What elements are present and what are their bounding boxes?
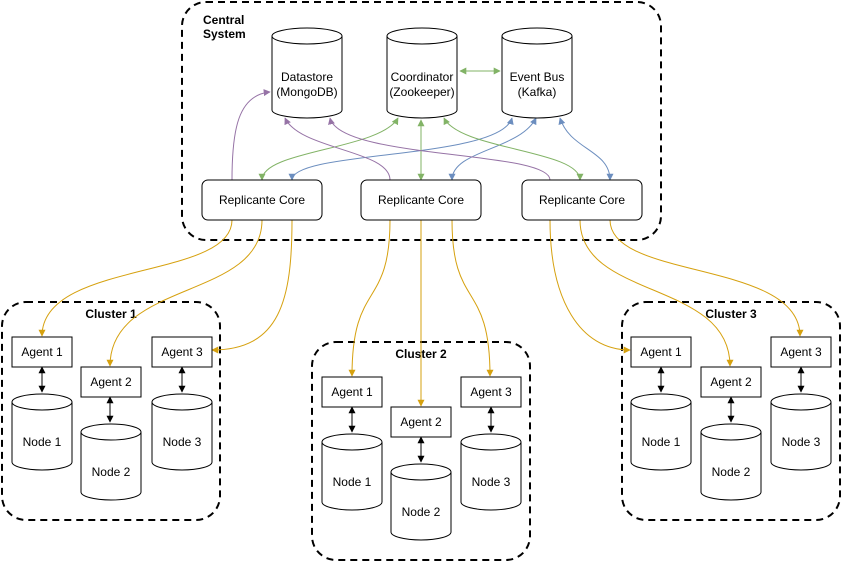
c3-agent-3-label: Agent 3	[780, 345, 822, 359]
cluster-3: Agent 1 Agent 2 Agent 3 Node 1 Node 2 No…	[630, 336, 832, 501]
core1-coordinator-link	[258, 117, 399, 181]
c2-agent-2[interactable]: Agent 2	[390, 406, 452, 438]
core3-c3-agent1-link	[549, 219, 631, 354]
cluster-3-title: Cluster 3	[705, 307, 757, 321]
c1-agent-2-label: Agent 2	[90, 375, 132, 389]
central-connectors	[231, 67, 614, 181]
eventbus-sublabel: (Kafka)	[518, 85, 557, 99]
core3-coordinator-link	[443, 117, 584, 181]
core2-c2-agent3-link	[451, 219, 494, 377]
c2-node-1[interactable]: Node 1	[321, 433, 383, 511]
datastore-sublabel: (MongoDB)	[276, 85, 337, 99]
c1-node-2-label: Node 2	[92, 465, 131, 479]
c3-node-1-label: Node 1	[642, 435, 681, 449]
coordinator-db[interactable]: Coordinator (Zookeeper)	[386, 27, 458, 119]
c2-agent-1[interactable]: Agent 1	[321, 376, 383, 408]
core1-c1-agent2-link	[106, 219, 263, 367]
central-system-title-line2: System	[203, 27, 246, 41]
replicante-core-1[interactable]: Replicante Core	[201, 179, 323, 221]
coordinator-label: Coordinator	[391, 70, 454, 84]
core-3-label: Replicante Core	[539, 193, 625, 207]
cluster-1-group	[1, 301, 221, 521]
c1-agent-3-label: Agent 3	[161, 345, 203, 359]
core-1-label: Replicante Core	[219, 193, 305, 207]
c3-node-1[interactable]: Node 1	[630, 393, 692, 471]
c3-node-2[interactable]: Node 2	[700, 423, 762, 501]
eventbus-db[interactable]: Event Bus (Kafka)	[501, 27, 573, 119]
datastore-label: Datastore	[281, 70, 333, 84]
cluster-1-title: Cluster 1	[85, 307, 137, 321]
cluster-3-group	[621, 301, 841, 521]
c1-agent-1-label: Agent 1	[21, 345, 63, 359]
c3-agent-3[interactable]: Agent 3	[770, 336, 832, 368]
c2-agent-3-label: Agent 3	[470, 385, 512, 399]
core3-eventbus-link	[558, 117, 614, 181]
c3-node-3-label: Node 3	[782, 435, 821, 449]
core3-c3-agent3-link	[609, 219, 804, 337]
c1-agent-1[interactable]: Agent 1	[11, 336, 73, 368]
c1-agent-3[interactable]: Agent 3	[151, 336, 213, 368]
agent-connectors	[38, 219, 804, 407]
c1-node-1-label: Node 1	[23, 435, 62, 449]
core2-c2-agent1-link	[348, 219, 391, 377]
c2-agent-2-label: Agent 2	[400, 415, 442, 429]
c2-agent-3[interactable]: Agent 3	[460, 376, 522, 408]
c1-node-3-label: Node 3	[163, 435, 202, 449]
c2-node-2[interactable]: Node 2	[390, 463, 452, 541]
cluster-2: Agent 1 Agent 2 Agent 3 Node 1 Node 2 No…	[321, 376, 522, 541]
core1-c1-agent1-link	[38, 219, 233, 337]
c2-node-3[interactable]: Node 3	[460, 433, 522, 511]
c3-agent-1[interactable]: Agent 1	[630, 336, 692, 368]
c2-node-3-label: Node 3	[472, 475, 511, 489]
c2-node-1-label: Node 1	[333, 475, 372, 489]
core2-datastore-link	[284, 117, 391, 181]
c3-agent-2[interactable]: Agent 2	[700, 366, 762, 398]
core1-datastore-link	[231, 89, 271, 181]
c3-node-3[interactable]: Node 3	[770, 393, 832, 471]
c1-node-2[interactable]: Node 2	[80, 423, 142, 501]
replicante-core-2[interactable]: Replicante Core	[360, 179, 482, 221]
core3-c3-agent2-link	[579, 219, 734, 367]
replicante-core-3[interactable]: Replicante Core	[521, 179, 643, 221]
c1-node-1[interactable]: Node 1	[11, 393, 73, 471]
core1-c1-agent3-link	[211, 219, 293, 354]
core2-eventbus-link	[448, 117, 537, 181]
cluster-1: Agent 1 Agent 2 Agent 3 Node 1 Node 2 No…	[11, 336, 213, 501]
coordinator-sublabel: (Zookeeper)	[389, 85, 454, 99]
datastore-db[interactable]: Datastore (MongoDB)	[271, 27, 343, 119]
c3-node-2-label: Node 2	[712, 465, 751, 479]
c2-agent-1-label: Agent 1	[331, 385, 373, 399]
central-system-title-line1: Central	[203, 13, 244, 27]
core-2-label: Replicante Core	[378, 193, 464, 207]
c3-agent-2-label: Agent 2	[710, 375, 752, 389]
eventbus-label: Event Bus	[510, 70, 565, 84]
c2-node-2-label: Node 2	[402, 505, 441, 519]
c1-agent-2[interactable]: Agent 2	[80, 366, 142, 398]
c3-agent-1-label: Agent 1	[640, 345, 682, 359]
c1-node-3[interactable]: Node 3	[151, 393, 213, 471]
